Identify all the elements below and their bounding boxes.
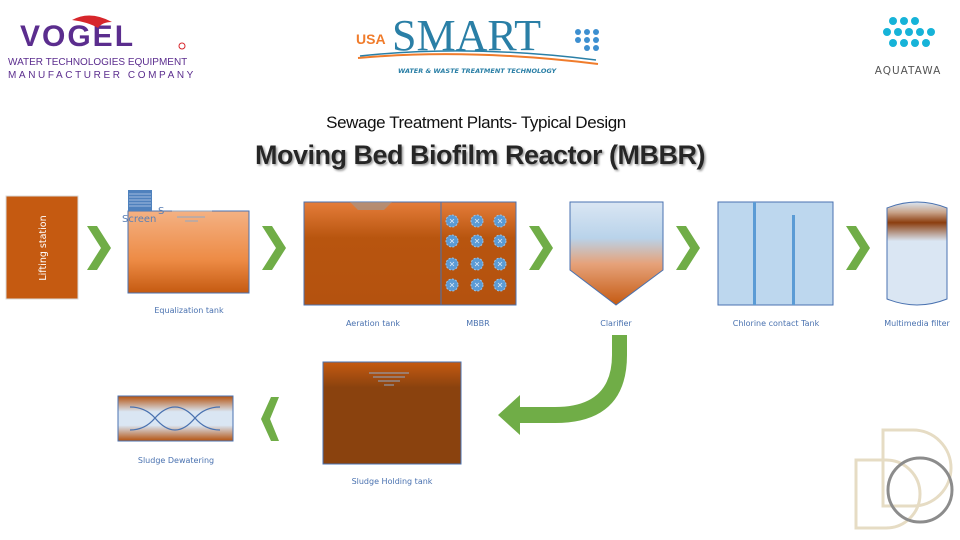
- carrier-mark: [497, 282, 503, 288]
- screen-icon: [128, 190, 152, 211]
- carrier-mark: [497, 218, 503, 224]
- carrier-mark: [497, 261, 503, 267]
- carrier-mark: [449, 218, 455, 224]
- flow-arrow-right-icon: [529, 226, 553, 270]
- svg-text:MANUFACTURER COMPANY: MANUFACTURER COMPANY: [8, 70, 196, 81]
- flow-arrow-right-icon: [846, 226, 870, 270]
- svg-text:USA: USA: [356, 31, 386, 47]
- vogel-logo: VOGEL WATER TECHNOLOGIES EQUIPMENT MANUF…: [8, 15, 196, 81]
- svg-text:Multimedia filter: Multimedia filter: [884, 319, 950, 328]
- curved-flow-arrow-icon: [498, 335, 627, 435]
- multimedia-filter: Multimedia filter: [884, 201, 951, 328]
- svg-text:Screen: Screen: [122, 214, 156, 225]
- svg-text:Sludge Holding tank: Sludge Holding tank: [352, 477, 433, 486]
- svg-text:VOGEL: VOGEL: [20, 20, 135, 53]
- carrier-mark: [474, 282, 480, 288]
- carrier-mark: [449, 282, 455, 288]
- carrier-mark: [474, 218, 480, 224]
- svg-text:MBBR: MBBR: [466, 319, 490, 328]
- equalization-tank: Screen S Equalization tank: [122, 190, 250, 315]
- water-level-icon: [369, 372, 409, 386]
- mbbr-reactor: MBBR: [440, 201, 517, 328]
- svg-text:S: S: [158, 206, 164, 217]
- svg-text:Equalization tank: Equalization tank: [154, 306, 224, 315]
- svg-text:Lifting station: Lifting station: [38, 215, 49, 280]
- svg-text:Sludge Dewatering: Sludge Dewatering: [138, 456, 214, 465]
- clarifier: Clarifier: [569, 201, 664, 328]
- baffle: [792, 215, 795, 305]
- water-level-icon: [172, 210, 212, 222]
- carrier-mark: [449, 261, 455, 267]
- flow-arrow-left-icon: [261, 397, 279, 441]
- water-level-icon: [350, 202, 392, 210]
- carrier-mark: [474, 261, 480, 267]
- aquatawa-logo: AQUATAWA: [875, 17, 942, 77]
- usa-smart-logo: USA SMART WATER & WASTE TREATMENT TECHNO…: [356, 11, 599, 75]
- flow-arrow-right-icon: [676, 226, 700, 270]
- eagle-icon: [72, 15, 112, 28]
- sludge-dewatering: Sludge Dewatering: [117, 395, 234, 465]
- water-drops-icon: [575, 29, 599, 51]
- watermark-logo-icon: [854, 428, 954, 530]
- svg-text:Chlorine contact Tank: Chlorine contact Tank: [733, 319, 820, 328]
- molecule-icon: [883, 17, 935, 47]
- page-title: Moving Bed Biofilm Reactor (MBBR): [255, 140, 705, 170]
- lifting-station: Lifting station: [5, 195, 79, 300]
- registered-icon: [178, 42, 186, 50]
- flow-arrow-right-icon: [262, 226, 286, 270]
- chlorine-contact-tank: Chlorine contact Tank: [717, 201, 834, 328]
- svg-text:Clarifier: Clarifier: [600, 319, 632, 328]
- svg-text:AQUATAWA: AQUATAWA: [875, 65, 942, 77]
- belt-press-icon: [129, 406, 221, 431]
- carrier-mark: [449, 238, 455, 244]
- svg-text:WATER & WASTE TREATMENT TECHNO: WATER & WASTE TREATMENT TECHNOLOGY: [398, 67, 558, 75]
- carrier-mark: [497, 238, 503, 244]
- aeration-tank: Aeration tank: [303, 201, 442, 328]
- svg-text:WATER TECHNOLOGIES EQUIPMENT: WATER TECHNOLOGIES EQUIPMENT: [8, 57, 187, 68]
- sludge-holding-tank: Sludge Holding tank: [322, 361, 462, 486]
- carrier-mark: [474, 238, 480, 244]
- biofilm-carriers: [445, 214, 507, 292]
- flow-arrow-right-icon: [87, 226, 111, 270]
- baffle: [753, 202, 756, 305]
- subtitle: Sewage Treatment Plants- Typical Design: [326, 113, 626, 132]
- svg-text:Aeration tank: Aeration tank: [346, 319, 400, 328]
